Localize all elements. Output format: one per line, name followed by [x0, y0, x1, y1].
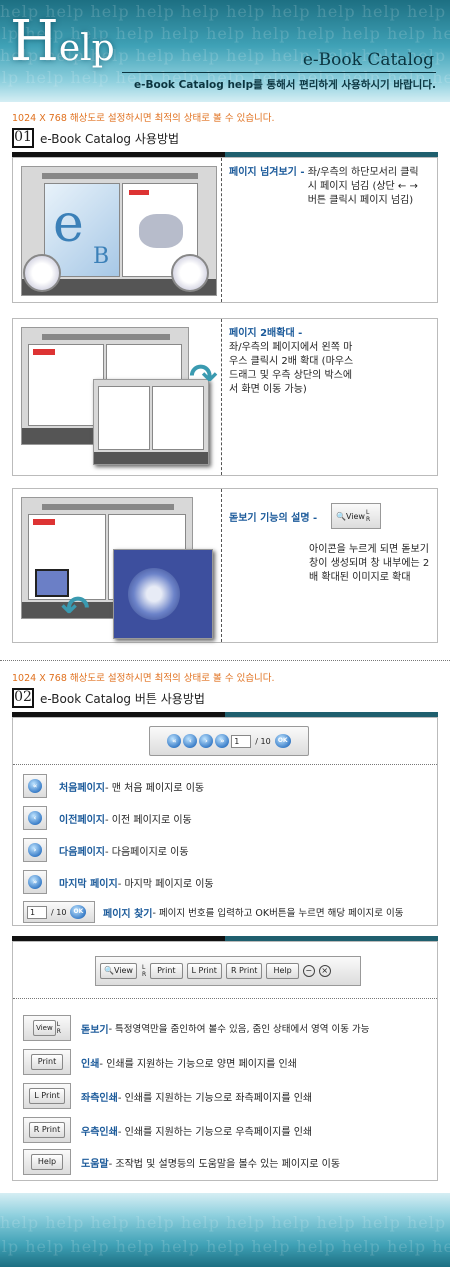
next-page-button[interactable]: ›: [199, 734, 214, 748]
section-title: e-Book Catalog 버튼 사용방법: [40, 691, 205, 706]
magnified-view: [113, 549, 213, 639]
page-footer: help help help help help help help help …: [0, 1193, 450, 1267]
section-number: 02: [12, 688, 34, 708]
item-desc: 좌/우측의 페이지에서 왼쪽 마우스 클릭시 2배 확대 (마우스 드래그 및 …: [229, 342, 354, 395]
nav-help-row: « 처음페이지 - 맨 처음 페이지로 이동: [23, 774, 204, 798]
page-corner-right-icon: [171, 254, 209, 292]
function-help-row: L Print 좌측인쇄 - 인쇄를 지원하는 기능으로 좌측페이지를 인쇄: [23, 1083, 312, 1109]
view-button[interactable]: 🔍View: [100, 963, 137, 979]
item-label: 페이지 2배확대 -: [229, 328, 303, 339]
page-navigation-bar: « ‹ › » 1 / 10 OK: [149, 726, 309, 756]
watermark: help help help help help help help help …: [0, 24, 450, 43]
help-button[interactable]: Help: [266, 963, 299, 979]
next-page-icon: ›: [28, 843, 42, 857]
function-help-row: R Print 우측인쇄 - 인쇄를 지원하는 기능으로 우측페이지를 인쇄: [23, 1117, 312, 1143]
ok-icon: OK: [70, 905, 87, 919]
page-number-input[interactable]: 1: [231, 734, 252, 748]
section-divider: [0, 660, 450, 661]
page-total: / 10: [255, 736, 271, 746]
ebook-b: B: [93, 244, 110, 269]
print-icon: Print: [30, 1054, 64, 1070]
view-icon: View: [33, 1020, 56, 1036]
nav-buttons-panel: « ‹ › » 1 / 10 OK « 처음페이지 - 맨 처음 페이지로 이동…: [12, 717, 438, 926]
item-label: 페이지 넘겨보기 -: [229, 167, 305, 178]
watermark: help help help help help help help help …: [0, 1213, 450, 1232]
watermark: help help help help help help help help …: [0, 2, 450, 21]
item-desc: 아이콘을 누르게 되면 돋보기 창이 생성되며 창 내부에는 2배 확대된 이미…: [309, 544, 430, 583]
help-logo: Help: [10, 9, 115, 74]
help-panel-zoom: ↷ 페이지 2배확대 - 좌/우측의 페이지에서 왼쪽 마우스 클릭시 2배 확…: [12, 318, 438, 476]
page-header: help help help help help help help help …: [0, 0, 450, 102]
section-bar: [12, 936, 438, 941]
first-page-button[interactable]: «: [167, 734, 182, 748]
watermark: help help help help help help help help …: [0, 1237, 450, 1256]
header-subtitle: e-Book Catalog help를 통해서 편리하게 사용하시기 바랍니다…: [134, 79, 436, 91]
page-find-sample: 1 / 10 OK: [23, 901, 95, 923]
left-print-button[interactable]: L Print: [186, 963, 222, 979]
section-title: e-Book Catalog 사용방법: [40, 131, 180, 146]
prev-page-button[interactable]: ‹: [183, 734, 198, 748]
function-help-row: Print 인쇄 - 인쇄를 지원하는 기능으로 양면 페이지를 인쇄: [23, 1049, 297, 1075]
resolution-note: 1024 X 768 해상도로 설정하시면 최적의 상태로 볼 수 있습니다.: [12, 113, 275, 124]
magnifier-frame: [35, 569, 69, 597]
nav-help-row: › 다음페이지 - 다음페이지로 이동: [23, 838, 189, 862]
nav-help-row: » 마지막 페이지 - 마지막 페이지로 이동: [23, 870, 214, 894]
last-page-icon: »: [28, 875, 42, 889]
function-help-row: Help 도움말 - 조작법 및 설명등의 도움말을 볼수 있는 페이지로 이동: [23, 1149, 340, 1175]
prev-page-icon: ‹: [28, 811, 42, 825]
curved-arrow-icon: ↶: [61, 589, 90, 629]
catalog-title: e-Book Catalog: [302, 50, 434, 70]
curved-arrow-icon: ↷: [189, 357, 218, 397]
item-label: 돋보기 기능의 설명 -: [229, 513, 318, 524]
page-corner-left-icon: [23, 254, 61, 292]
help-panel-page-flip: e B 페이지 넘겨보기 - 좌/우측의 하단모서리 클릭시 페이지 넘김 (상…: [12, 157, 438, 303]
section-2-heading: 02 e-Book Catalog 버튼 사용방법: [12, 688, 205, 708]
nav-help-row: ‹ 이전페이지 - 이전 페이지로 이동: [23, 806, 192, 830]
item-desc: 좌/우측의 하단모서리 클릭시 페이지 넘김 (상단 ← → 버튼 클릭시 페이…: [307, 167, 419, 206]
section-bar: [12, 712, 438, 717]
left-print-icon: L Print: [29, 1088, 65, 1104]
ok-button[interactable]: OK: [274, 734, 291, 748]
section-1-heading: 01 e-Book Catalog 사용방법: [12, 128, 179, 148]
nav-help-row: 1 / 10 OK 페이지 찾기 - 페이지 번호를 입력하고 OK버튼을 누르…: [23, 900, 404, 924]
help-icon: Help: [30, 1154, 64, 1170]
magnifier-icon: 🔍: [336, 511, 346, 521]
ebook-e: e: [53, 194, 84, 254]
print-button[interactable]: Print: [150, 963, 183, 979]
close-icon[interactable]: ×: [318, 965, 331, 977]
right-print-icon: R Print: [28, 1122, 66, 1138]
section-bar: [12, 152, 438, 157]
last-page-button[interactable]: »: [215, 734, 230, 748]
zoomed-page-screenshot: [93, 379, 209, 465]
first-page-icon: «: [28, 779, 42, 793]
section-number: 01: [12, 128, 34, 148]
watermark: help help help help help help help help …: [0, 46, 450, 65]
header-rule: [122, 72, 436, 73]
minimize-icon[interactable]: −: [302, 965, 315, 977]
resolution-note: 1024 X 768 해상도로 설정하시면 최적의 상태로 볼 수 있습니다.: [12, 673, 275, 684]
right-print-button[interactable]: R Print: [225, 963, 263, 979]
